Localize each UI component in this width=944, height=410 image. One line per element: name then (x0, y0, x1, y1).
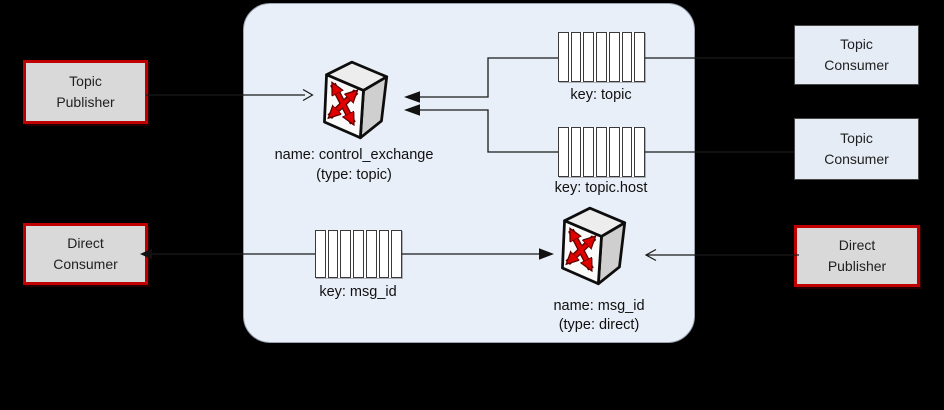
direct-exchange-type-label: (type: direct) (558, 317, 640, 333)
control-exchange-name-label: name: control_exchange (274, 147, 434, 163)
queue-topic-host-label: key: topic.host (554, 180, 648, 196)
switch-exchange-icon (554, 206, 630, 288)
queue-msg-id-label: key: msg_id (319, 284, 397, 300)
queue-topic-label: key: topic (570, 87, 632, 103)
topic-consumer-box-2: Topic Consumer (794, 118, 919, 180)
direct-consumer-box: Direct Consumer (23, 223, 148, 285)
queue-icon-msg-id (315, 230, 403, 278)
control-exchange-type-label: (type: topic) (316, 167, 392, 183)
queue-icon-topic-host (558, 127, 646, 177)
direct-exchange-name-label: name: msg_id (553, 298, 645, 314)
switch-exchange-icon (316, 60, 392, 142)
queue-icon-topic (558, 32, 646, 82)
topic-publisher-box: Topic Publisher (23, 60, 148, 124)
direct-publisher-box: Direct Publisher (794, 225, 920, 287)
topic-consumer-box-1: Topic Consumer (794, 25, 919, 85)
